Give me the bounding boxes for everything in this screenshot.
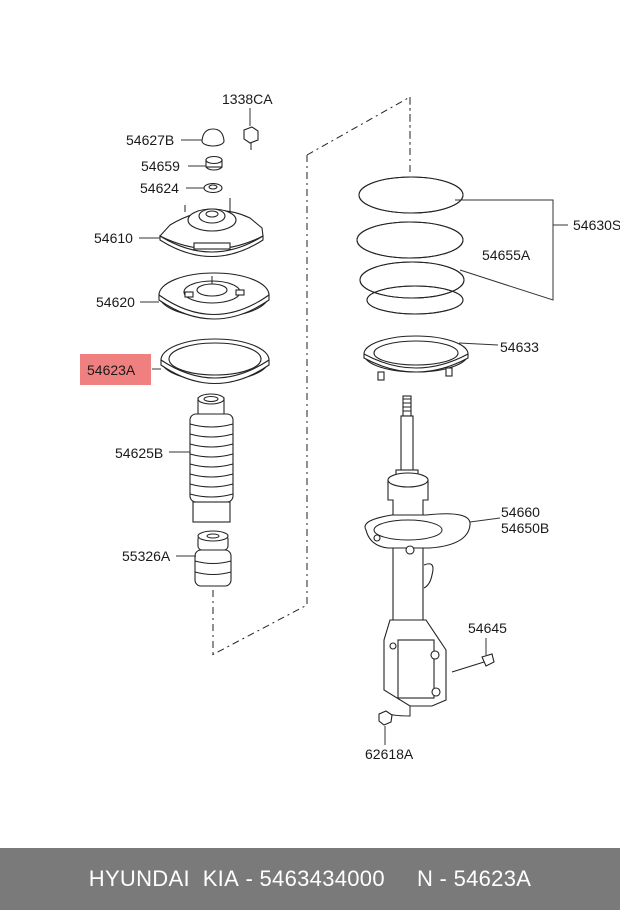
spring-pad-54623A bbox=[152, 338, 270, 385]
footer-brand: HYUNDAI KIA bbox=[88, 866, 240, 891]
highlight-54623A bbox=[80, 354, 151, 385]
strut-assembly-54660 bbox=[364, 395, 501, 717]
label-54625B: 54625B bbox=[115, 445, 163, 461]
bolt-54645 bbox=[451, 638, 495, 673]
label-62618A: 62618A bbox=[365, 746, 414, 762]
label-54659: 54659 bbox=[141, 158, 180, 174]
label-54627B: 54627B bbox=[126, 132, 174, 148]
label-54650B: 54650B bbox=[501, 520, 549, 536]
part-number-footer: HYUNDAI KIA - 5463434000 N - 54623A bbox=[0, 848, 620, 910]
dust-cover-54625B bbox=[169, 393, 234, 523]
footer-gap bbox=[385, 866, 417, 892]
label-54630S: 54630S bbox=[573, 217, 620, 233]
label-54620: 54620 bbox=[96, 294, 135, 310]
label-1338CA: 1338CA bbox=[222, 91, 273, 107]
label-54624: 54624 bbox=[140, 180, 179, 196]
nut-54659 bbox=[188, 155, 223, 171]
strut-mount-54610 bbox=[139, 198, 264, 257]
label-54623A: 54623A bbox=[87, 362, 136, 378]
bearing-plate-54620 bbox=[140, 272, 270, 320]
nut-1338CA bbox=[243, 108, 259, 150]
footer-ref-code: 54623A bbox=[453, 866, 532, 891]
label-54645: 54645 bbox=[468, 620, 507, 636]
footer-part-number: 5463434000 bbox=[259, 866, 385, 891]
label-54610: 54610 bbox=[94, 230, 133, 246]
label-55326A: 55326A bbox=[122, 548, 171, 564]
label-54633: 54633 bbox=[500, 339, 539, 355]
cap-54627B bbox=[181, 128, 225, 147]
coil-spring-54630S bbox=[356, 176, 568, 315]
label-54655A: 54655A bbox=[482, 247, 531, 263]
exploded-strut-diagram: 1338CA 54627B 54659 54624 54610 54620 54… bbox=[80, 91, 620, 762]
footer-n-prefix: N - bbox=[416, 866, 454, 891]
bump-stopper-55326A bbox=[176, 530, 232, 587]
lower-spring-pad-54633 bbox=[363, 335, 499, 381]
washer-54624 bbox=[186, 182, 223, 194]
label-54660: 54660 bbox=[501, 504, 540, 520]
footer-separator: - bbox=[239, 866, 260, 891]
nut-62618A bbox=[378, 710, 393, 745]
